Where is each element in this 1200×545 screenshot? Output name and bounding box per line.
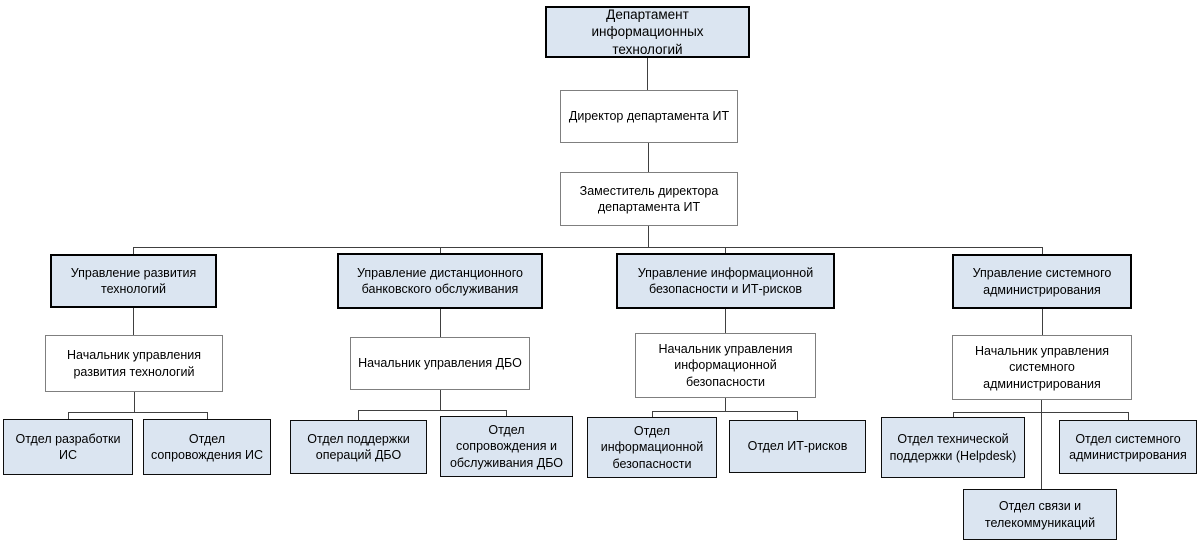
connector-line: [133, 308, 134, 335]
node-label: Управление развития технологий: [70, 265, 197, 296]
node-department-root: Департамент информационных технологий: [545, 6, 750, 58]
node-dept-is-support: Отдел сопровождения ИС: [143, 419, 271, 475]
node-label: Управление информационной безопасности и…: [637, 265, 814, 296]
node-unit-tech-development: Управление развития технологий: [50, 254, 217, 308]
node-label: Департамент информационных технологий: [591, 6, 704, 57]
node-head-infosec: Начальник управления информационной безо…: [635, 333, 816, 398]
connector-line: [358, 410, 359, 420]
node-deputy-director: Заместитель директора департамента ИТ: [560, 172, 738, 226]
node-label: Отдел связи и телекоммуникаций: [984, 499, 1096, 530]
node-head-remote-banking: Начальник управления ДБО: [350, 337, 530, 390]
connector-line: [797, 411, 798, 420]
node-dept-infosec: Отдел информационной безопасности: [587, 417, 717, 478]
node-label: Управление системного администрирования: [972, 266, 1112, 297]
connector-line: [440, 309, 441, 337]
node-dept-sysadmin: Отдел системного администрирования: [1059, 420, 1197, 474]
connector-line: [652, 411, 653, 417]
node-head-tech-development: Начальник управления развития технологий: [45, 335, 223, 392]
node-label: Отдел информационной безопасности: [600, 424, 704, 471]
connector-line: [648, 143, 649, 172]
node-label: Начальник управления ДБО: [358, 356, 522, 371]
node-label: Отдел сопровождения ИС: [150, 431, 264, 462]
node-label: Начальник управления информационной безо…: [658, 342, 793, 389]
connector-line: [953, 412, 954, 417]
connector-line: [133, 247, 134, 254]
connector-rail: [68, 412, 207, 413]
node-label: Начальник управления системного админист…: [975, 344, 1109, 391]
node-head-sysadmin: Начальник управления системного админист…: [952, 335, 1132, 400]
node-label: Отдел системного администрирования: [1069, 431, 1187, 462]
node-label: Отдел сопровождения и обслуживания ДБО: [449, 423, 564, 470]
connector-line: [506, 410, 507, 416]
node-label: Управление дистанционного банковского об…: [356, 265, 523, 296]
connector-line: [207, 412, 208, 419]
connector-line: [440, 390, 441, 410]
connector-line: [1042, 247, 1043, 254]
connector-rail: [652, 411, 797, 412]
node-unit-remote-banking: Управление дистанционного банковского об…: [337, 253, 543, 309]
node-label: Отдел поддержки операций ДБО: [307, 431, 410, 462]
node-label: Отдел ИТ-рисков: [747, 439, 848, 454]
connector-line: [68, 412, 69, 419]
connector-rail: [133, 247, 1042, 248]
connector-line: [725, 309, 726, 333]
node-unit-infosec: Управление информационной безопасности и…: [616, 253, 835, 309]
node-unit-sysadmin: Управление системного администрирования: [952, 254, 1132, 309]
connector-line: [440, 247, 441, 253]
node-dept-helpdesk: Отдел технической поддержки (Helpdesk): [881, 417, 1025, 478]
node-dept-it-risks: Отдел ИТ-рисков: [729, 420, 866, 473]
node-dept-telecom: Отдел связи и телекоммуникаций: [963, 489, 1117, 540]
node-label: Отдел разработки ИС: [15, 431, 121, 462]
connector-rail: [358, 410, 506, 411]
node-label: Начальник управления развития технологий: [67, 348, 201, 379]
connector-line: [134, 392, 135, 412]
connector-line: [725, 247, 726, 253]
connector-line: [1128, 412, 1129, 420]
node-dept-is-development: Отдел разработки ИС: [3, 419, 133, 475]
connector-line: [1042, 309, 1043, 335]
connector-line: [1041, 400, 1042, 489]
connector-line: [647, 58, 648, 90]
connector-rail: [953, 412, 1128, 413]
connector-line: [725, 398, 726, 411]
node-label: Отдел технической поддержки (Helpdesk): [889, 432, 1017, 463]
node-dept-dbo-operations: Отдел поддержки операций ДБО: [290, 420, 427, 474]
node-label: Директор департамента ИТ: [568, 109, 730, 124]
node-director: Директор департамента ИТ: [560, 90, 738, 143]
connector-line: [648, 226, 649, 247]
node-dept-dbo-maintenance: Отдел сопровождения и обслуживания ДБО: [440, 416, 573, 477]
node-label: Заместитель директора департамента ИТ: [579, 183, 719, 214]
